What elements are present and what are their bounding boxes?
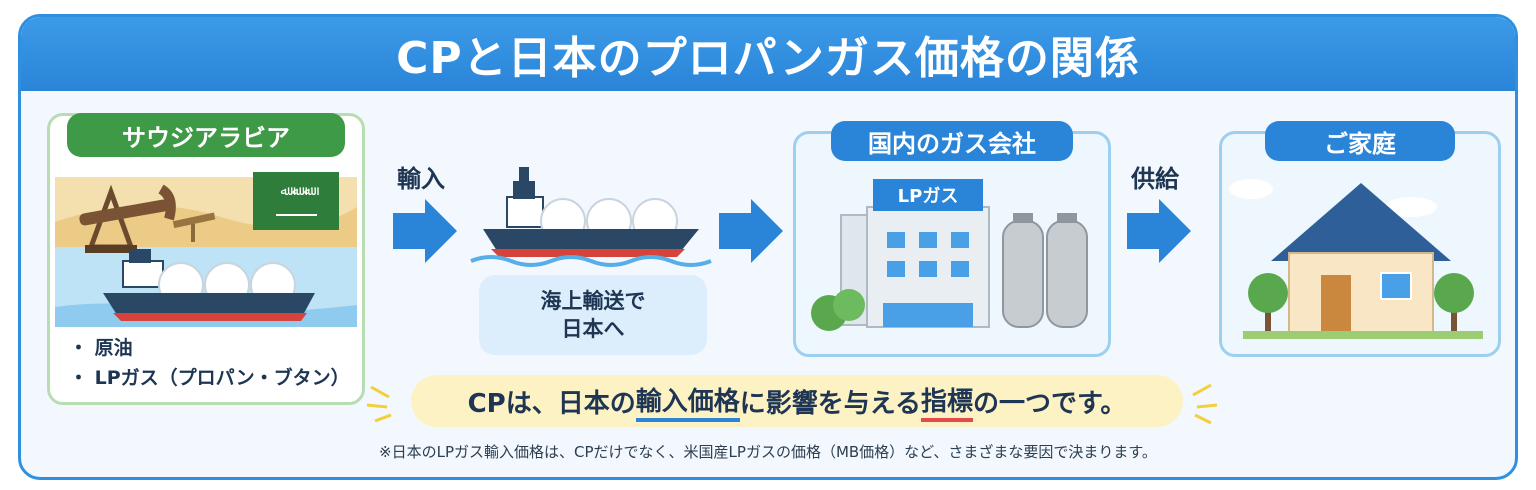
home-label: ご家庭 bbox=[1265, 121, 1455, 161]
sea-line-2: 日本へ bbox=[561, 317, 625, 341]
sea-transport-box: 海上輸送で 日本へ bbox=[479, 275, 707, 355]
import-label: 輸入 bbox=[397, 165, 445, 193]
lp-gas-sign: LPガス bbox=[897, 186, 959, 207]
arrow-right-icon bbox=[1127, 199, 1191, 263]
company-label: 国内のガス会社 bbox=[831, 121, 1073, 161]
saudi-flag-icon: ﷲ ﷲ ﷲ bbox=[253, 172, 339, 230]
house-icon bbox=[1229, 179, 1483, 339]
tree-icon bbox=[1248, 273, 1288, 331]
title-bar: CPと日本のプロパンガス価格の関係 bbox=[21, 17, 1515, 91]
gas-tank-icon bbox=[1002, 213, 1088, 328]
lng-ship-icon bbox=[470, 167, 712, 267]
gas-company-building-icon bbox=[811, 179, 990, 331]
page-title: CPと日本のプロパンガス価格の関係 bbox=[396, 33, 1140, 84]
lng-ship-icon bbox=[103, 249, 315, 321]
saudi-bullets: ・ 原油 ・ LPガス（プロパン・ブタン） bbox=[69, 333, 350, 393]
svg-text:ﷲ ﷲ ﷲ: ﷲ ﷲ ﷲ bbox=[280, 184, 318, 199]
saudi-label: サウジアラビア bbox=[67, 113, 345, 157]
bullet-crude-oil: ・ 原油 bbox=[69, 337, 133, 359]
arrow-right-icon bbox=[719, 199, 783, 263]
arrow-right-icon bbox=[393, 199, 457, 263]
supply-label: 供給 bbox=[1131, 165, 1179, 193]
diagram-frame: CPと日本のプロパンガス価格の関係 ﷲ ﷲ ﷲ bbox=[18, 14, 1518, 480]
footnote: ※日本のLPガス輸入価格は、CPだけでなく、米国産LPガスの価格（MB価格）など… bbox=[379, 443, 1157, 461]
tree-icon bbox=[1434, 273, 1474, 331]
callout-indicator: 指標 bbox=[920, 381, 973, 422]
oil-pump-icon bbox=[79, 184, 216, 253]
callout-part-1: CPは、日本の bbox=[467, 388, 636, 419]
sparkle-lines bbox=[366, 383, 1218, 425]
callout-import-price: 輸入価格 bbox=[635, 381, 740, 422]
callout-part-5: の一つです。 bbox=[973, 388, 1127, 419]
cp-callout: CPは、日本の 輸入価格 に影響を与える 指標 の一つです。 bbox=[411, 375, 1183, 427]
illustrations: ﷲ ﷲ ﷲ bbox=[55, 167, 1483, 425]
callout-part-3: に影響を与える bbox=[739, 388, 921, 419]
sea-line-1: 海上輸送で bbox=[540, 289, 646, 313]
bullet-lp-gas: ・ LPガス（プロパン・ブタン） bbox=[69, 367, 350, 389]
